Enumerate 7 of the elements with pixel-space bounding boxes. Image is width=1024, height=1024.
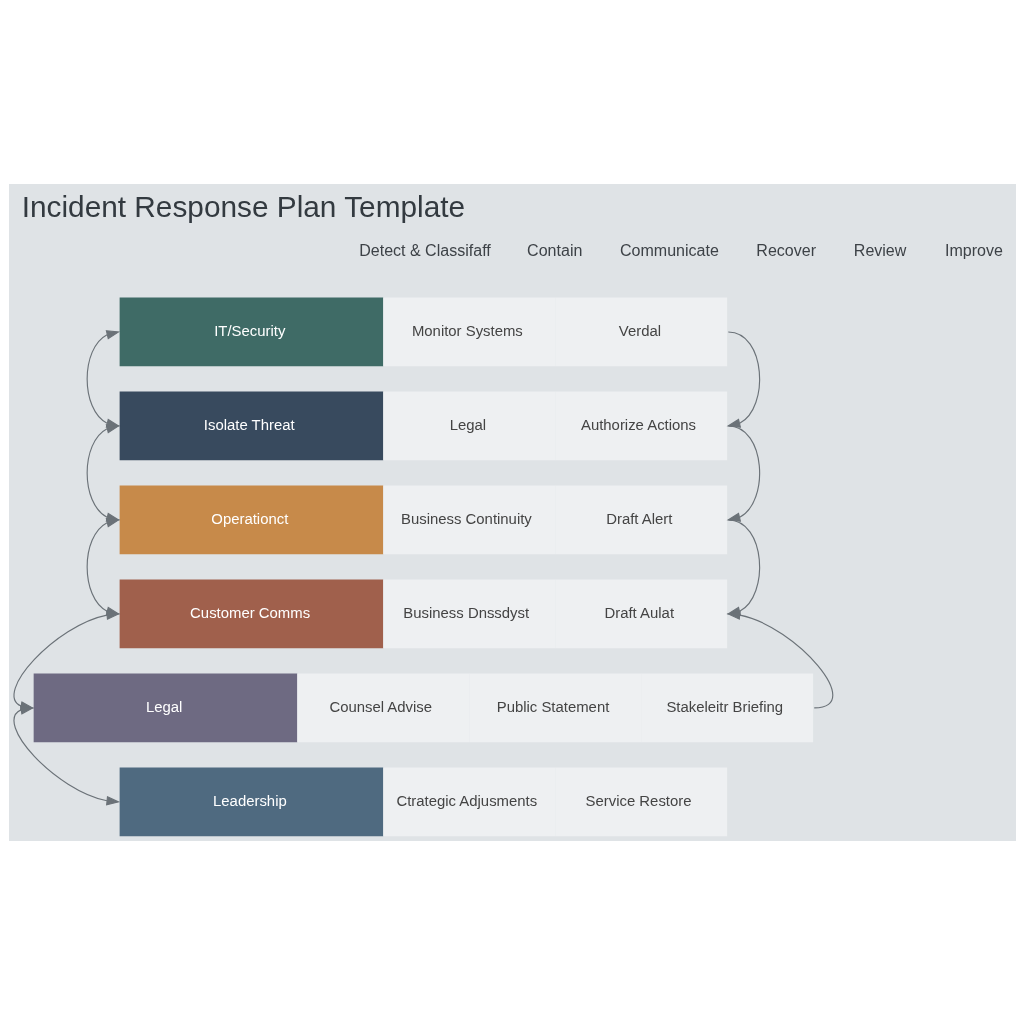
label: Communicate	[619, 240, 719, 259]
diagram-title: Incident Response Plan Template	[21, 189, 465, 223]
label: Detect & Classifaff	[358, 240, 491, 259]
label: Contain	[526, 240, 582, 259]
label: Review	[853, 240, 906, 259]
label: Recover	[755, 240, 816, 259]
label: Improve	[944, 240, 1003, 259]
